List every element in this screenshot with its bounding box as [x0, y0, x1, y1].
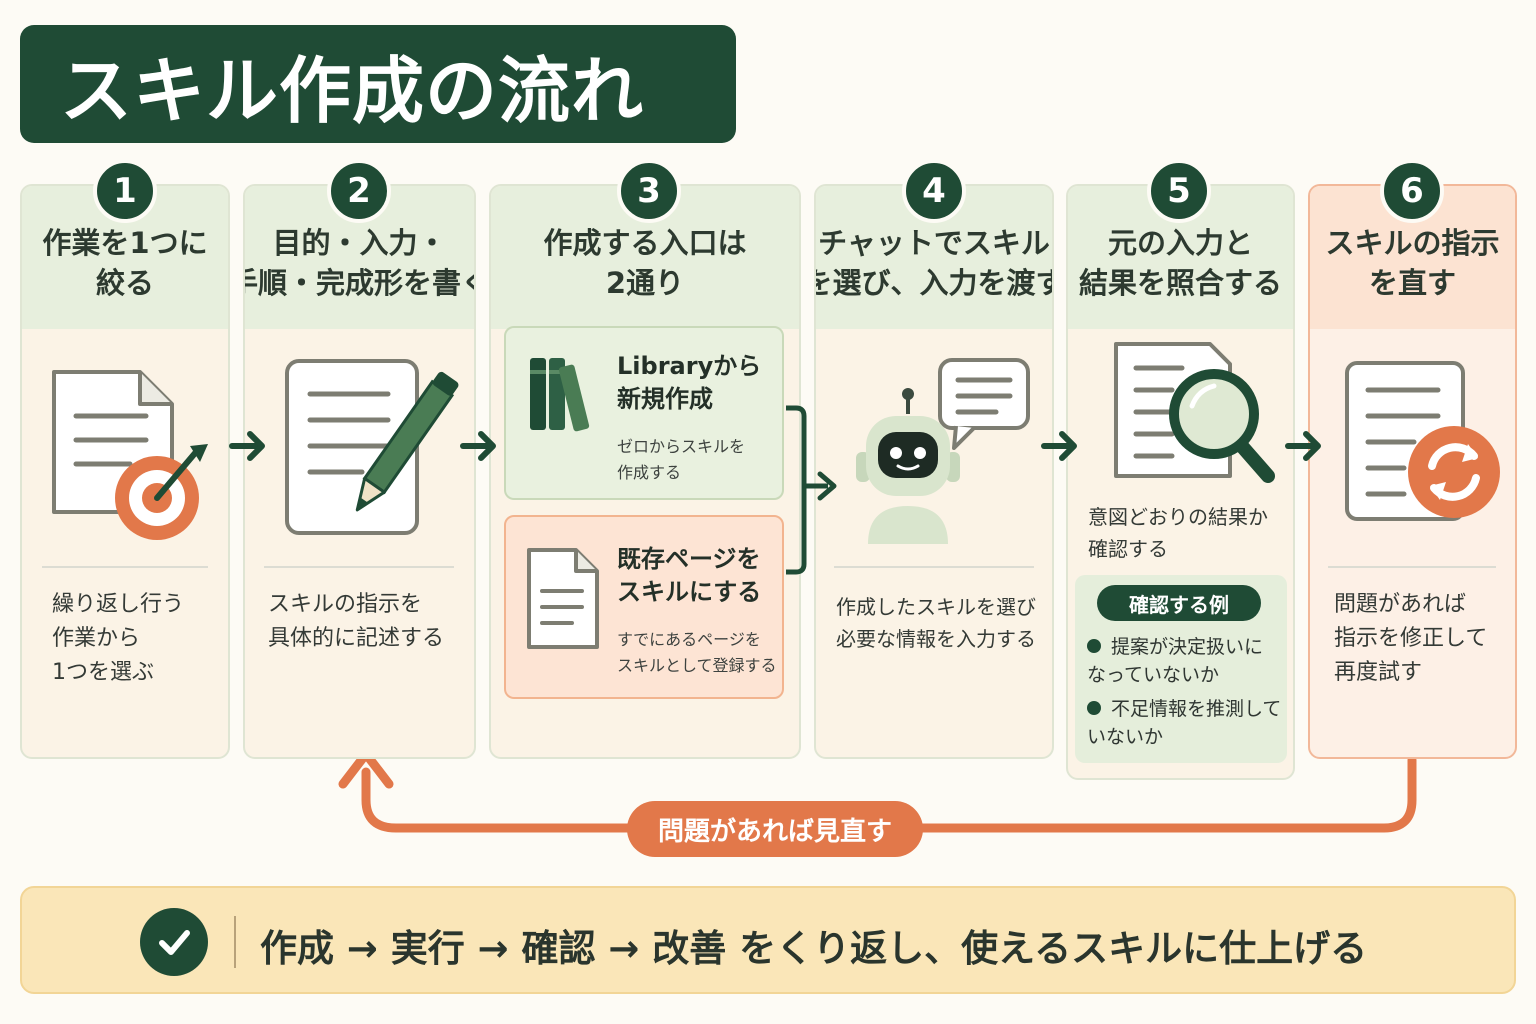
step-3-title-line1: 作成する入口は: [543, 225, 747, 260]
step-4-desc-line2: 必要な情報を入力する: [836, 627, 1036, 651]
option-2-desc-line2: スキルとして登録する: [617, 656, 777, 675]
bullet-icon: [1087, 639, 1101, 653]
example-item-2-cont: いないか: [1087, 726, 1164, 748]
option-existing-page: 既存ページを スキルにする すでにあるページを スキルとして登録する: [504, 515, 784, 699]
example-item-1: 提案が決定扱いに: [1087, 633, 1263, 662]
option-1-title-line1: Libraryから: [617, 352, 762, 380]
arrow-right-icon: [1041, 431, 1077, 461]
loop-label: 問題があれば見直す: [627, 801, 923, 857]
option-2-title-line2: スキルにする: [617, 578, 762, 606]
books-icon: [530, 358, 590, 432]
step-4-title-line2: を選び、入力を渡す: [814, 265, 1054, 300]
option-2-desc-line1: すでにあるページを: [617, 630, 761, 649]
check-examples-box: 確認する例 提案が決定扱いに なっていないか 不足情報を推測して いないか: [1075, 575, 1287, 763]
step-number-6: 6: [1380, 159, 1444, 223]
example-2-line1: 不足情報を推測して: [1111, 698, 1282, 720]
step-number-2: 2: [327, 159, 391, 223]
step-4-divider: [834, 566, 1034, 568]
step-6-header: スキルの指示 を直す: [1310, 186, 1515, 329]
option-1-title-line2: 新規作成: [617, 385, 713, 413]
step-4-desc-line1: 作成したスキルを選び: [836, 595, 1036, 619]
arrow-right-icon: [460, 431, 496, 461]
document-refresh-icon: [1345, 361, 1500, 521]
arrow-right-icon: [229, 431, 265, 461]
step-5-desc-line2: 確認する: [1088, 537, 1168, 561]
example-item-2: 不足情報を推測して: [1087, 695, 1281, 724]
step-6-title-line2: を直す: [1368, 265, 1456, 300]
step-number-5: 5: [1147, 159, 1211, 223]
step-number-4: 4: [902, 159, 966, 223]
example-1-line1: 提案が決定扱いに: [1111, 636, 1264, 658]
summary-banner: 作成 → 実行 → 確認 → 改善 をくり返し、使えるスキルに仕上げる: [20, 886, 1516, 994]
step-5-title-line1: 元の入力と: [1107, 225, 1253, 260]
step-6-desc-line3: 再度試す: [1334, 660, 1423, 685]
document-icon: [527, 548, 599, 649]
step-1-desc-line3: 1つを選ぶ: [52, 660, 154, 685]
bullet-icon: [1087, 701, 1101, 715]
step-2-divider: [264, 566, 454, 568]
option-1-desc-line1: ゼロからスキルを: [617, 437, 746, 456]
step-1-desc-line2: 作業から: [52, 626, 141, 651]
document-target-icon: [52, 370, 208, 540]
step-6-desc-line2: 指示を修正して: [1334, 626, 1488, 651]
step-6-desc-line1: 問題があれば: [1334, 592, 1467, 617]
step-6-divider: [1328, 566, 1496, 568]
merge-bracket-connector: [786, 405, 837, 575]
page-title: スキル作成の流れ: [60, 48, 645, 133]
summary-message: 作成 → 実行 → 確認 → 改善 をくり返し、使えるスキルに仕上げる: [260, 927, 1368, 970]
step-1-title-line2: 絞る: [95, 265, 154, 300]
arrow-right-icon: [1285, 431, 1321, 461]
document-magnifier-icon: [1114, 342, 1275, 483]
step-2-desc-line2: 具体的に記述する: [268, 626, 445, 651]
step-2-desc-line1: スキルの指示を: [268, 592, 423, 617]
step-6-title-line1: スキルの指示: [1325, 225, 1500, 260]
step-4-title-line1: チャットでスキル: [818, 225, 1050, 260]
step-3-title-line2: 2通り: [605, 265, 685, 300]
banner-separator: [234, 916, 236, 968]
step-number-3: 3: [617, 159, 681, 223]
document-pencil-icon: [285, 359, 459, 535]
step-1-title-line1: 作業を1つに: [42, 225, 208, 260]
option-2-title-line1: 既存ページを: [617, 545, 761, 573]
example-item-1-cont: なっていないか: [1087, 664, 1220, 686]
option-1-desc-line2: 作成する: [617, 463, 682, 482]
step-2-title-line2: 手順・完成形を書く: [245, 265, 476, 300]
option-library-new: Libraryから 新規作成 ゼロからスキルを 作成する: [504, 326, 784, 500]
step-5-desc-line1: 意図どおりの結果か: [1088, 505, 1268, 529]
check-examples-label: 確認する例: [1097, 585, 1261, 621]
check-icon: [140, 908, 208, 976]
title-box: スキル作成の流れ: [20, 25, 736, 143]
step-2-title-line1: 目的・入力・: [272, 225, 447, 260]
robot-chat-icon: [856, 358, 1030, 544]
step-5-title-line2: 結果を照合する: [1078, 265, 1282, 300]
step-1-divider: [42, 566, 208, 568]
step-number-1: 1: [93, 159, 157, 223]
step-1-desc-line1: 繰り返し行う: [52, 592, 185, 617]
